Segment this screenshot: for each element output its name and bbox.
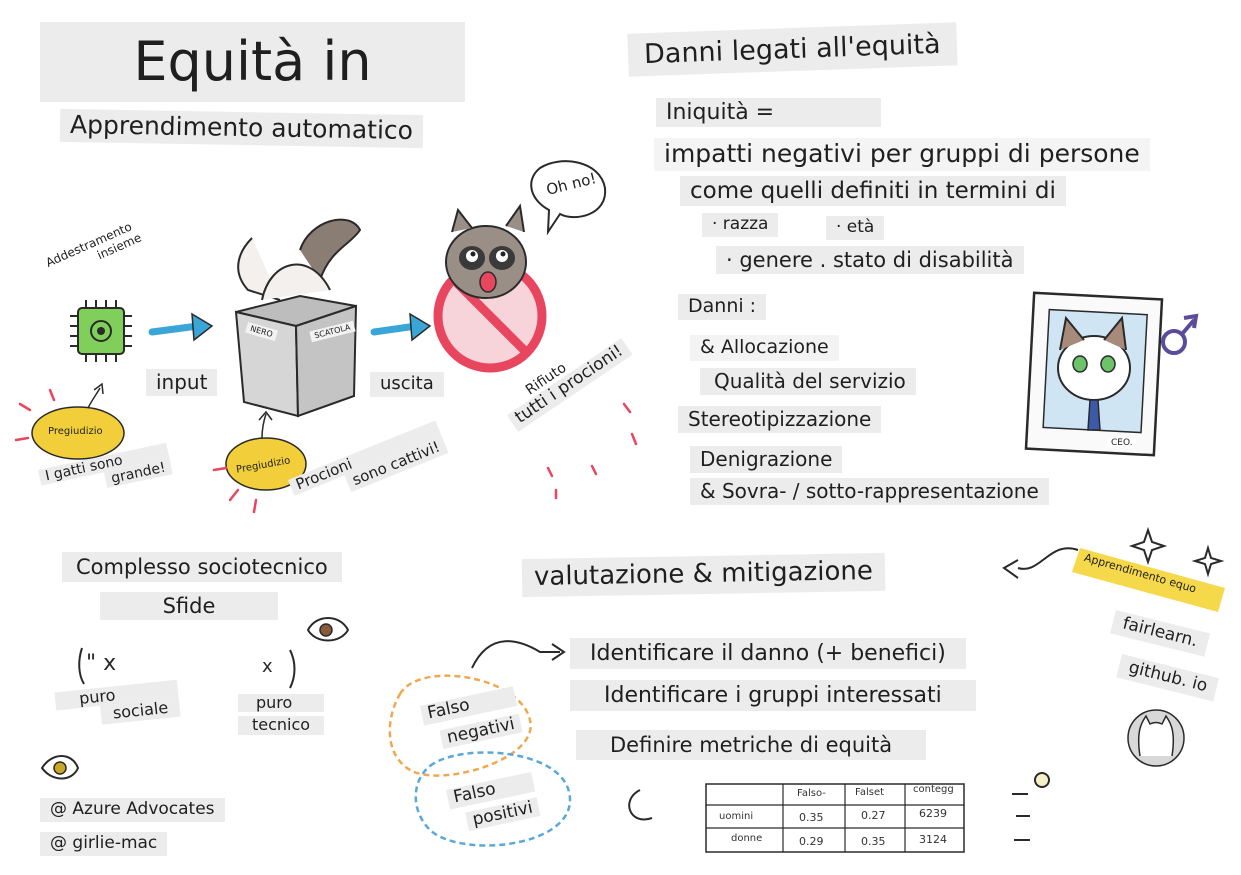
attr-age: · età — [826, 216, 885, 240]
arrow-right-icon — [148, 312, 214, 342]
bracket-icon — [78, 647, 85, 685]
input-label: input — [146, 369, 218, 396]
harm-item-denigration: Denigrazione — [690, 446, 843, 473]
harms-line2: come quelli definiti in termini di — [680, 176, 1066, 207]
bias-blob-icon — [31, 382, 125, 460]
table-cell: 0.27 — [861, 809, 886, 822]
metrics-table: Falso- Falset contegg uomini 0.35 0.27 6… — [705, 783, 965, 853]
squiggle-icon — [628, 789, 653, 821]
evaluation-heading: valutazione & mitigazione — [521, 552, 886, 598]
ceo-label: CEO. — [1108, 438, 1136, 449]
arrow-right-icon — [370, 312, 432, 342]
table-cell: 3124 — [919, 833, 947, 846]
table-row-label: donne — [731, 833, 763, 844]
sociotech-line1: Complesso sociotecnico — [62, 552, 342, 583]
sparkle-icon — [1128, 526, 1225, 578]
sociotech-line2: Sfide — [100, 592, 278, 621]
pure-technical-line1: puro — [238, 693, 325, 713]
x-mark: x — [262, 656, 273, 677]
curved-arrow-icon — [1017, 547, 1079, 570]
tag-icon — [1072, 548, 1225, 612]
pure-technical-line2: tecnico — [238, 715, 325, 735]
table-cell: 0.29 — [799, 835, 824, 848]
output-label: uscita — [370, 372, 444, 397]
harm-item-stereotyping: Stereotipizzazione — [678, 406, 882, 433]
arrow-head-icon — [551, 643, 566, 661]
step-identify-groups: Identificare i gruppi interessati — [570, 680, 976, 712]
harms-line1: impatti negativi per gruppi di persone — [654, 138, 1150, 171]
pure-technical-label: puro tecnico — [238, 693, 325, 735]
dot-icon — [1034, 772, 1050, 788]
table-header: contegg — [913, 784, 954, 795]
table-header: Falset — [855, 787, 885, 798]
harm-item-representation: & Sovra- / sotto-rappresentazione — [690, 478, 1049, 505]
spark-icon — [14, 388, 638, 514]
title-line2: Apprendimento automatico — [59, 108, 424, 148]
unfairness-label: Iniquità = — [656, 98, 881, 128]
step-define-metrics: Definire metriche di equità — [576, 730, 927, 761]
eye-icon — [40, 755, 80, 780]
quote-x-mark: " x — [86, 651, 116, 676]
harm-item-allocation: & Allocazione — [690, 335, 839, 361]
credit-azure-advocates[interactable]: @ Azure Advocates — [40, 798, 225, 822]
black-box-icon — [234, 218, 362, 418]
table-cell: 6239 — [919, 807, 947, 820]
false-negative-cloud-icon — [388, 674, 532, 777]
ceo-portrait-icon — [1024, 291, 1164, 457]
step-identify-harm: Identificare il danno (+ benefici) — [570, 638, 966, 670]
table-row-label: uomini — [719, 811, 754, 822]
bias-blob-icon — [225, 410, 307, 491]
false-positive-cloud-icon — [414, 751, 572, 847]
attr-gender: · genere . stato di disabilità — [716, 246, 1024, 275]
harms-label: Danni : — [678, 294, 767, 320]
bias-label-1: Pregiudizio — [48, 426, 103, 437]
speech-bubble-icon — [530, 160, 607, 236]
title-line1: Equità in — [40, 22, 465, 102]
github-icon — [1127, 709, 1185, 767]
table-grid — [705, 783, 965, 853]
credit-girlie-mac[interactable]: @ girlie-mac — [40, 832, 168, 856]
harm-item-quality: Qualità del servizio — [700, 368, 916, 395]
table-cell: 0.35 — [799, 811, 824, 824]
male-symbol-icon — [1161, 313, 1199, 355]
chip-icon — [70, 300, 132, 362]
table-cell: 0.35 — [861, 835, 886, 848]
attr-race: · razza — [702, 213, 779, 237]
eye-icon — [306, 617, 350, 642]
bracket-icon — [289, 649, 296, 689]
raccoon-icon — [433, 203, 547, 373]
dash-mark-icon — [1012, 793, 1030, 841]
curved-arrow-icon — [471, 640, 560, 669]
table-header: Falso- — [797, 788, 826, 799]
arrow-head-icon — [1002, 559, 1019, 579]
